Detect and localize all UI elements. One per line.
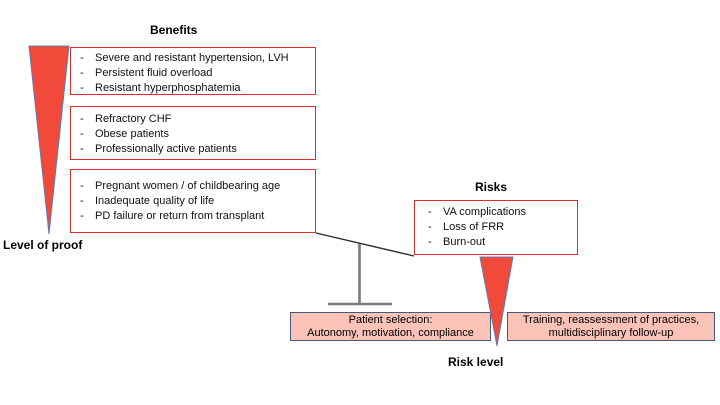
list-item: - Persistent fluid overload — [71, 66, 315, 81]
list-item: - Resistant hyperphosphatemia — [71, 81, 315, 96]
list-item: - Burn-out — [415, 235, 577, 250]
list-item: - VA complications — [415, 205, 577, 220]
patient-selection-box: Patient selection: Autonomy, motivation,… — [290, 312, 491, 341]
benefit-item-text: PD failure or return from transplant — [95, 210, 265, 222]
benefits-title: Benefits — [150, 23, 198, 37]
bullet-dash: - — [80, 67, 84, 79]
bullet-dash: - — [80, 180, 84, 192]
bullet-dash: - — [80, 82, 84, 94]
benefit-item-text: Refractory CHF — [95, 113, 172, 125]
bullet-dash: - — [80, 128, 84, 140]
training-line2: multidisciplinary follow-up — [548, 326, 674, 339]
patient-selection-line2: Autonomy, motivation, compliance — [307, 326, 474, 339]
training-line1: Training, reassessment of practices, — [522, 313, 700, 326]
patient-selection-line1: Patient selection: — [348, 313, 433, 326]
benefit-item-text: Severe and resistant hypertension, LVH — [95, 52, 289, 64]
bullet-dash: - — [80, 143, 84, 155]
risks-box: - VA complications - Loss of FRR - Burn-… — [414, 200, 578, 255]
benefits-box-3: - Pregnant women / of childbearing age -… — [70, 169, 316, 233]
list-item: - Loss of FRR — [415, 220, 577, 235]
list-item: - Refractory CHF — [71, 112, 315, 127]
benefit-item-text: Pregnant women / of childbearing age — [95, 180, 281, 192]
level-of-proof-label: Level of proof — [3, 238, 83, 252]
bullet-dash: - — [80, 113, 84, 125]
benefit-item-text: Professionally active patients — [95, 143, 237, 155]
bullet-dash: - — [80, 52, 84, 64]
bullet-dash: - — [428, 206, 432, 218]
level-of-proof-triangle — [28, 45, 70, 235]
risk-item-text: Burn-out — [443, 236, 486, 248]
benefit-item-text: Obese patients — [95, 128, 169, 140]
list-item: - PD failure or return from transplant — [71, 209, 315, 224]
benefit-item-text: Persistent fluid overload — [95, 67, 213, 79]
risk-level-label: Risk level — [448, 355, 504, 369]
list-item: - Severe and resistant hypertension, LVH — [71, 51, 315, 66]
bullet-dash: - — [80, 195, 84, 207]
benefit-item-text: Inadequate quality of life — [95, 195, 215, 207]
training-box: Training, reassessment of practices, mul… — [507, 312, 715, 341]
risk-item-text: VA complications — [443, 206, 526, 218]
bullet-dash: - — [428, 221, 432, 233]
benefit-item-text: Resistant hyperphosphatemia — [95, 82, 241, 94]
list-item: - Inadequate quality of life — [71, 194, 315, 209]
list-item: - Pregnant women / of childbearing age — [71, 179, 315, 194]
bullet-dash: - — [428, 236, 432, 248]
benefits-box-2: - Refractory CHF - Obese patients - Prof… — [70, 106, 316, 160]
risk-item-text: Loss of FRR — [443, 221, 505, 233]
list-item: - Professionally active patients — [71, 142, 315, 157]
list-item: - Obese patients — [71, 127, 315, 142]
risks-title: Risks — [475, 180, 508, 194]
balance-beam-line — [315, 232, 415, 257]
bullet-dash: - — [80, 210, 84, 222]
benefits-box-1: - Severe and resistant hypertension, LVH… — [70, 47, 316, 95]
